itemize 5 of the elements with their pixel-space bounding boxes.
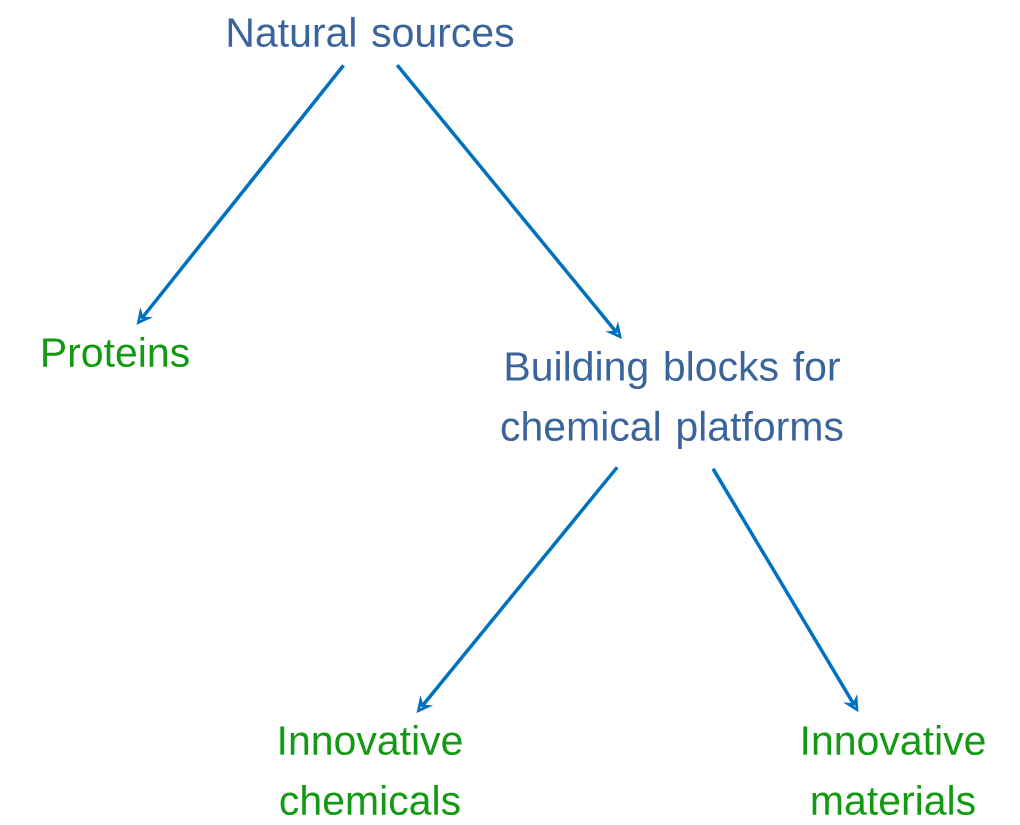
node-text: Natural sources bbox=[228, 16, 514, 48]
node-text: Innovative chemicals bbox=[280, 724, 462, 816]
node-text: Proteins bbox=[43, 336, 189, 368]
node-text: Innovative materials bbox=[803, 724, 985, 816]
node-text: Building blocks for chemical platforms bbox=[501, 350, 843, 450]
